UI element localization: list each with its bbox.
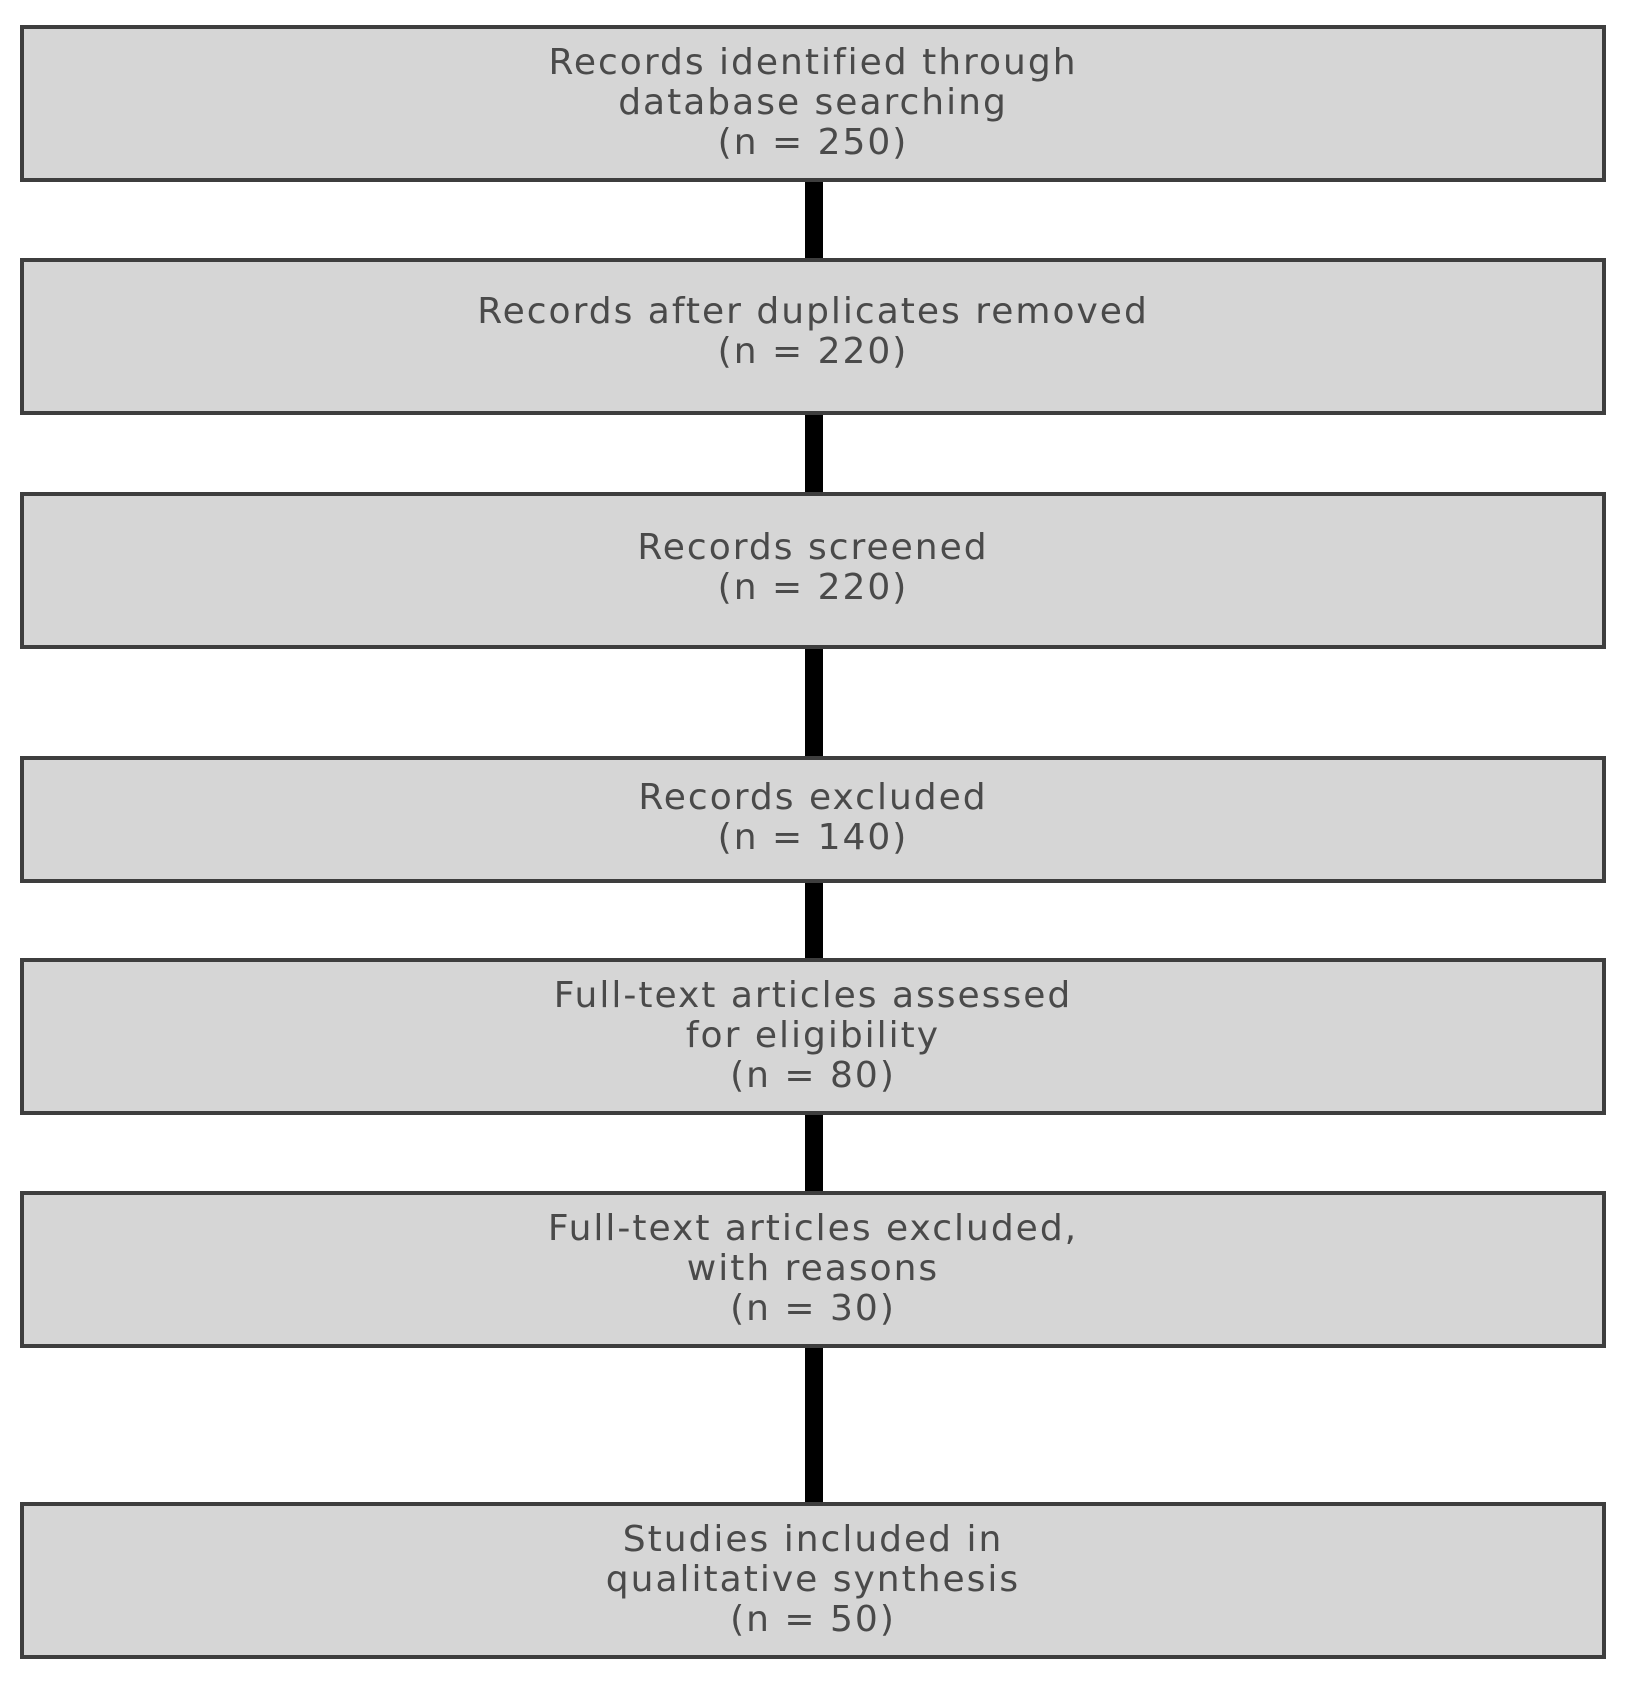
step-count: (n = 250) [717,122,909,163]
step-count: (n = 80) [730,1055,896,1096]
step-line: Full-text articles excluded, [547,1208,1079,1249]
step-line: Studies included in [622,1519,1004,1560]
step-full-text-excluded: Full-text articles excluded, with reason… [20,1191,1606,1348]
step-records-excluded: Records excluded (n = 140) [20,756,1606,883]
step-line: Records excluded [638,777,988,818]
step-count: (n = 220) [717,567,909,608]
step-count: (n = 140) [717,817,909,858]
connector-line [805,883,823,958]
step-line: Full-text articles assessed [553,975,1073,1016]
step-count: (n = 220) [717,331,909,372]
step-duplicates-removed: Records after duplicates removed (n = 22… [20,258,1606,415]
step-records-identified: Records identified through database sear… [20,25,1606,182]
connector-line [805,1115,823,1191]
step-line: Records after duplicates removed [477,291,1149,332]
step-count: (n = 50) [730,1599,896,1640]
connector-line [805,182,823,258]
step-count: (n = 30) [730,1288,896,1329]
step-line: with reasons [686,1248,940,1289]
step-line: Records identified through [548,42,1078,83]
step-line: database searching [618,82,1008,123]
step-line: qualitative synthesis [605,1559,1021,1600]
connector-line [805,1348,823,1502]
step-studies-included: Studies included in qualitative synthesi… [20,1502,1606,1659]
step-line: Records screened [637,527,989,568]
step-full-text-assessed: Full-text articles assessed for eligibil… [20,958,1606,1115]
connector-line [805,649,823,756]
step-line: for eligibility [685,1015,941,1056]
step-records-screened: Records screened (n = 220) [20,492,1606,649]
connector-line [805,415,823,492]
